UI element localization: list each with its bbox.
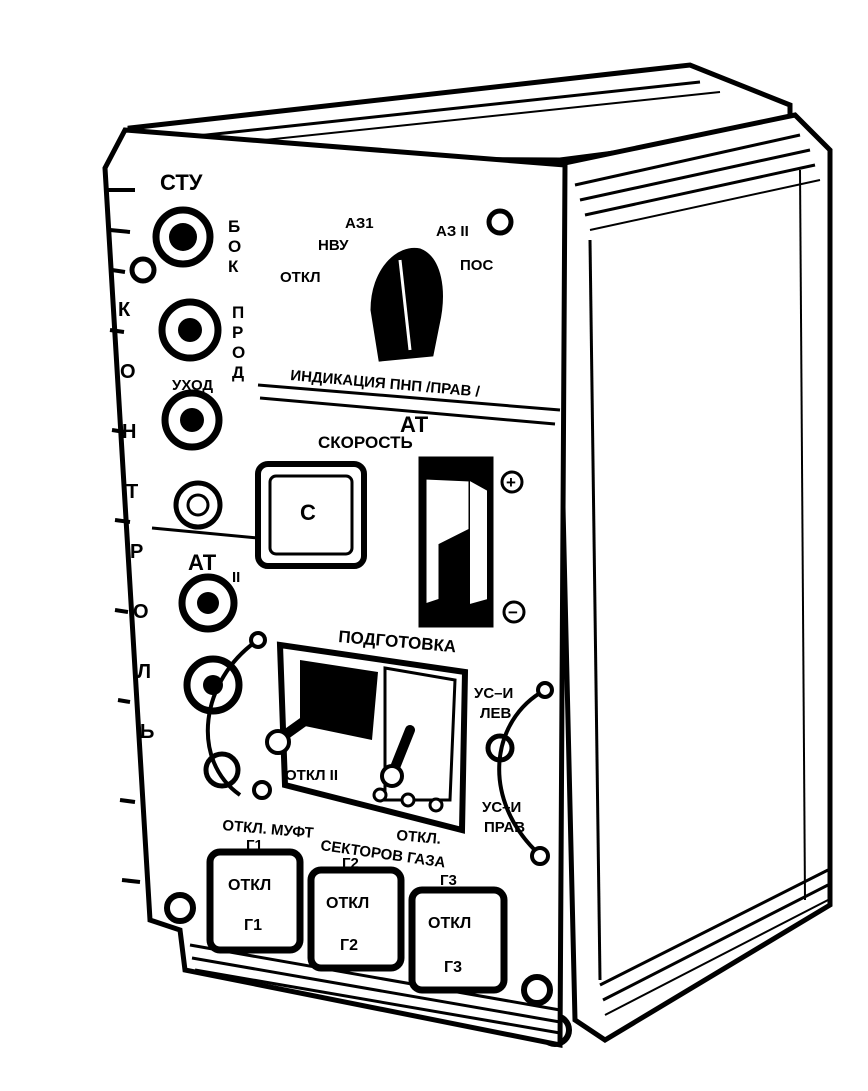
otkl-g1-top: ОТКЛ <box>228 877 271 894</box>
indication-rule <box>257 383 561 412</box>
right-wire-guard <box>497 688 546 857</box>
us-left-label-2: ЛЕВ <box>480 705 512 722</box>
at2-suffix: II <box>232 569 240 586</box>
housing <box>127 62 833 1047</box>
at-title: АТ <box>400 412 429 437</box>
kontrol-letter-3: Н <box>122 421 136 443</box>
g3-label: Г3 <box>440 872 457 889</box>
ukhod-label: УХОД <box>172 377 213 394</box>
bok-letter-1: Б <box>228 217 240 236</box>
prod-letter-4: Д <box>232 363 244 382</box>
otkl-g2-top: ОТКЛ <box>326 895 369 912</box>
kontrol-letter-2: О <box>120 361 136 383</box>
bok-letter-2: О <box>228 237 241 256</box>
speed-label: СКОРОСТЬ <box>318 433 413 452</box>
plus-sign: + <box>506 473 516 492</box>
prod-letter-2: Р <box>232 323 243 342</box>
otkl-g1-button[interactable] <box>206 848 304 954</box>
speed-slider[interactable] <box>418 456 494 628</box>
plus-icon <box>500 470 524 494</box>
stu-label: СТУ <box>160 170 203 195</box>
us-right-label-1: УС–И <box>482 799 521 816</box>
kontrol-letter-6: О <box>133 601 149 623</box>
toggle-guard-box <box>276 641 469 834</box>
selector-label-az2: АЗ II <box>436 223 469 240</box>
otkl-g2-button[interactable] <box>307 866 405 972</box>
kontrol-letter-5: Р <box>130 541 143 563</box>
selector-label-nvu: НВУ <box>318 237 349 254</box>
kontrol-letter-7: Л <box>137 661 151 683</box>
c-button-label: С <box>300 500 316 525</box>
selector-label-otkl: ОТКЛ <box>280 269 321 286</box>
knob-ukhod[interactable] <box>161 389 223 451</box>
mufts-label-2: ОТКЛ. <box>396 827 442 848</box>
otkl-ii-label: ОТКЛ II <box>285 767 338 784</box>
lamp-indicator <box>173 480 223 530</box>
knob-at2[interactable] <box>178 573 238 633</box>
otkl-g3-top: ОТКЛ <box>428 915 471 932</box>
knob-bok[interactable] <box>152 206 214 268</box>
selector-label-pos: ПОС <box>460 257 493 274</box>
kontrol-letter-1: К <box>118 299 131 321</box>
otkl-g2-bottom: Г2 <box>340 937 358 954</box>
us-left-label-1: УС–И <box>474 685 513 702</box>
kontrol-letter-8: Ь <box>140 721 154 743</box>
otkl-g1-bottom: Г1 <box>244 917 262 934</box>
toggle-switch-right[interactable] <box>380 725 415 788</box>
minus-sign: − <box>508 603 518 622</box>
mode-selector-knob[interactable] <box>370 247 443 362</box>
c-button[interactable] <box>255 461 367 569</box>
otkl-g3-bottom: Г3 <box>444 959 462 976</box>
otkl-g3-button[interactable] <box>408 886 508 994</box>
toggle-switch-left[interactable] <box>265 705 325 755</box>
bok-letter-3: К <box>228 257 239 276</box>
left-wire-guard <box>205 638 260 797</box>
selector-label-az1: АЗ1 <box>345 215 374 232</box>
prod-letter-3: О <box>232 343 245 362</box>
prod-letter-1: П <box>232 303 244 322</box>
knob-prod[interactable] <box>158 298 222 362</box>
at2-label: АТ <box>188 550 217 575</box>
minus-icon <box>502 600 526 624</box>
kontrol-letter-4: Т <box>126 481 138 503</box>
